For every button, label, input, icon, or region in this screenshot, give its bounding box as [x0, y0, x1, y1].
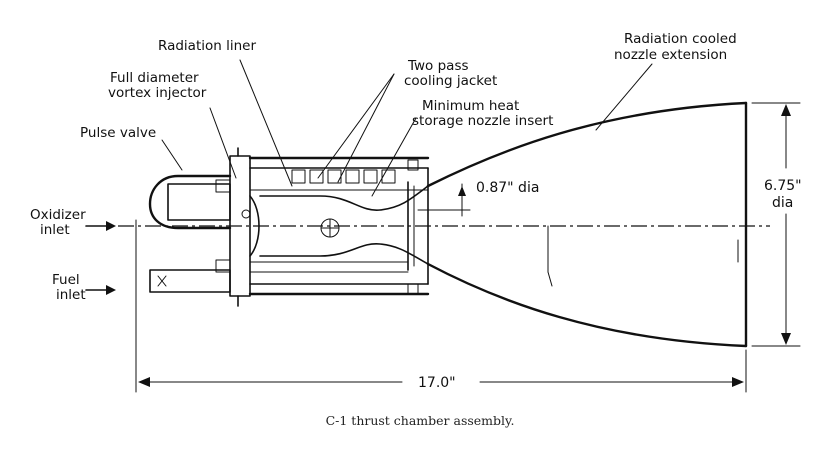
dimension-exit-label-line1: 6.75": [764, 178, 802, 194]
leader-radiation-liner: [239, 59, 293, 187]
inlet-arrows: [85, 221, 116, 295]
dimension-exit-diameter: [751, 102, 801, 347]
label-pulse-valve: Pulse valve: [80, 125, 156, 141]
label-minimum-heat-line2: storage nozzle insert: [412, 113, 553, 129]
leader-injector: [209, 107, 237, 179]
label-two-pass-line2: cooling jacket: [404, 73, 497, 89]
label-oxidizer-line2: inlet: [40, 222, 70, 238]
leader-pulse-valve: [161, 139, 183, 171]
nozzle-insert: [259, 159, 429, 295]
label-minimum-heat-line1: Minimum heat: [422, 98, 519, 114]
dimension-throat: [417, 183, 471, 217]
label-oxidizer-line1: Oxidizer: [30, 207, 86, 223]
label-radiation-liner: Radiation liner: [158, 38, 256, 54]
nozzle-extension: [426, 101, 748, 348]
leader-nozzle-insert: [371, 117, 417, 197]
dimension-length: [135, 219, 747, 393]
leader-nozzle-extension: [595, 63, 653, 131]
label-two-pass-line1: Two pass: [407, 58, 469, 74]
vortex-injector: [215, 147, 340, 307]
label-full-diameter-line1: Full diameter: [110, 70, 199, 86]
pulse-valve: [148, 174, 232, 293]
dimension-throat-label: 0.87" dia: [476, 180, 539, 196]
dimension-length-label: 17.0": [418, 375, 456, 391]
leader-two-pass-2: [337, 73, 395, 183]
label-radiation-cooled-line1: Radiation cooled: [624, 31, 737, 47]
cooling-jacket: [248, 156, 430, 296]
label-fuel-line2: inlet: [56, 287, 86, 303]
leader-lines: [161, 59, 653, 197]
label-full-diameter-line2: vortex injector: [108, 85, 207, 101]
dimension-exit-label-line2: dia: [772, 195, 793, 211]
label-radiation-cooled-line2: nozzle extension: [614, 47, 727, 63]
figure-caption: C-1 thrust chamber assembly.: [326, 413, 515, 428]
label-fuel-line1: Fuel: [52, 272, 80, 288]
leader-two-pass-1: [317, 73, 395, 179]
